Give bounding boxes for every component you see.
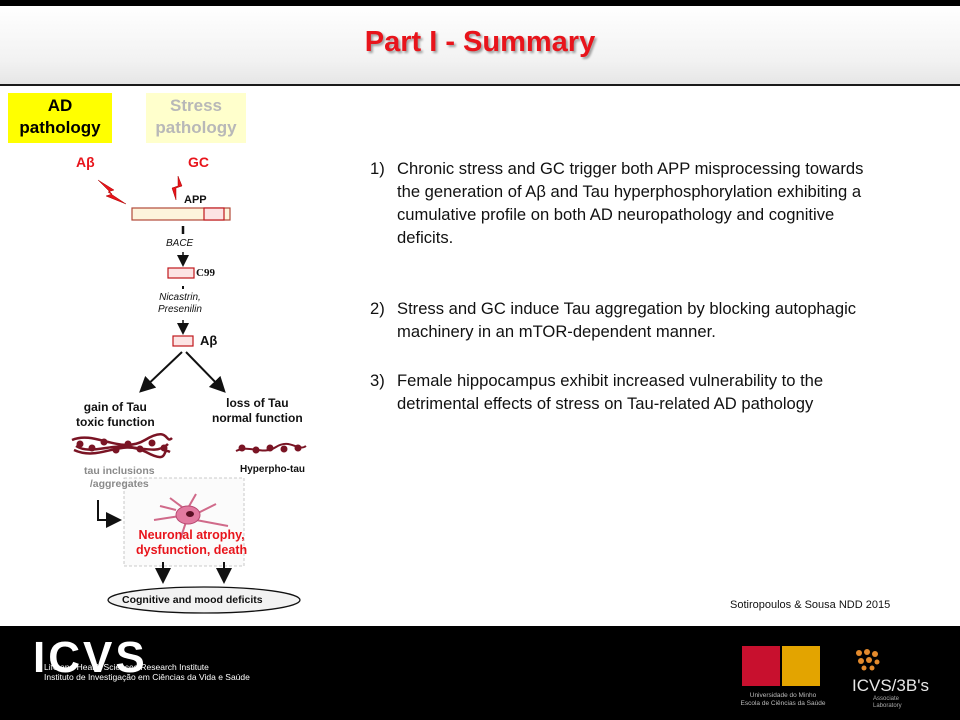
abeta-lightning-icon — [97, 179, 127, 205]
gc-lightning-icon — [171, 175, 183, 201]
summary-point-2: 2) Stress and GC induce Tau aggregation … — [370, 297, 955, 343]
abeta-label: Aβ — [76, 154, 95, 170]
uminho-caption-line1: Universidade do Minho — [749, 692, 817, 699]
gain-line1: gain of Tau — [83, 400, 147, 414]
neuron-icon — [153, 493, 229, 541]
point-1-number: 1) — [370, 159, 385, 178]
stress-tag-line1: Stress — [170, 96, 222, 115]
bace-label: BACE — [166, 238, 194, 249]
uminho-logo — [742, 646, 822, 686]
uminho-caption: Universidade do Minho Escola de Ciências… — [735, 692, 831, 708]
slide-title: Part I - Summary — [364, 26, 596, 58]
c99-label: C99 — [196, 267, 215, 279]
inclusions-line2: /aggregates — [89, 478, 149, 490]
c99-bar — [167, 267, 195, 279]
b3-logo: ICVS/3B's — [852, 676, 929, 695]
neuronal-line2: dysfunction, death — [136, 543, 248, 557]
point-1-line-1: Chronic stress and GC trigger both APP m… — [397, 159, 864, 178]
summary-point-3: 3) Female hippocampus exhibit increased … — [370, 369, 955, 415]
point-2-line-2: machinery in an mTOR-dependent manner. — [397, 322, 716, 341]
inclusions-label: tau inclusions /aggregates — [84, 465, 155, 491]
summary-point-1: 1) Chronic stress and GC trigger both AP… — [370, 157, 955, 249]
citation: Sotiropoulos & Sousa NDD 2015 — [730, 599, 891, 611]
point-1-line-2: the generation of Aβ and Tau hyperphosph… — [397, 182, 862, 201]
point-1-line-3: cumulative profile on both AD neuropatho… — [397, 205, 835, 224]
point-3-line-2: detrimental effects of stress on Tau-rel… — [397, 394, 814, 413]
point-1-line-4: deficits. — [397, 228, 454, 247]
uminho-gold-square — [782, 646, 820, 686]
gc-label: GC — [188, 154, 209, 170]
title-bar — [0, 6, 960, 84]
point-3-number: 3) — [370, 371, 385, 390]
icvs-logo: ICVS — [33, 633, 148, 682]
top-bar — [0, 0, 960, 6]
loss-line1: loss of Tau — [226, 396, 289, 410]
ad-pathology-tag: AD pathology — [8, 93, 112, 143]
b3-subtitle-line1: Associate — [873, 696, 900, 702]
neuronal-line1: Neuronal atrophy, — [138, 528, 245, 542]
nicastrin-line2: Presenilin — [158, 304, 202, 315]
app-label: APP — [184, 194, 207, 206]
ad-tag-line2: pathology — [19, 118, 101, 137]
tau-aggregates-icon — [71, 433, 173, 459]
b3-subtitle: Associate Laboratory — [873, 696, 902, 710]
loss-line2: normal function — [212, 411, 303, 425]
gain-label: gain of Tau toxic function — [76, 400, 155, 430]
neuronal-label: Neuronal atrophy, dysfunction, death — [136, 528, 247, 558]
nicastrin-line1: Nicastrin, — [159, 292, 201, 303]
pathway-diagram — [71, 175, 307, 614]
deficits-label: Cognitive and mood deficits — [122, 594, 263, 606]
icvs-subtitle-line1: Life and Health Sciences Research Instit… — [44, 662, 209, 672]
hyperpho-label: Hyperpho-tau — [240, 464, 305, 475]
title-divider — [0, 84, 960, 86]
deficits-ellipse — [107, 586, 301, 614]
abeta-bar — [172, 335, 194, 347]
b3-subtitle-line2: Laboratory — [873, 703, 902, 709]
ad-tag-line1: AD — [47, 96, 73, 115]
gain-line2: toxic function — [76, 415, 155, 429]
point-3-line-1: Female hippocampus exhibit increased vul… — [397, 371, 824, 390]
uminho-red-square — [742, 646, 780, 686]
loss-label: loss of Tau normal function — [212, 396, 303, 426]
hyperpho-tau-icon — [235, 442, 307, 454]
point-2-line-1: Stress and GC induce Tau aggregation by … — [397, 299, 857, 318]
point-2-number: 2) — [370, 299, 385, 318]
stress-tag-line2: pathology — [155, 118, 237, 137]
icvs-subtitle: Life and Health Sciences Research Instit… — [44, 662, 250, 682]
icvs-subtitle-line2: Instituto de Investigação em Ciências da… — [44, 672, 250, 682]
stress-pathology-tag: Stress pathology — [146, 93, 246, 143]
inclusions-line1: tau inclusions — [84, 465, 155, 477]
app-bar-red-segment — [203, 207, 225, 221]
abeta-small-label: Aβ — [200, 333, 218, 348]
uminho-caption-line2: Escola de Ciências da Saúde — [740, 700, 826, 707]
b3-dots-icon — [856, 649, 880, 671]
nicastrin-label: Nicastrin, Presenilin — [158, 292, 202, 316]
